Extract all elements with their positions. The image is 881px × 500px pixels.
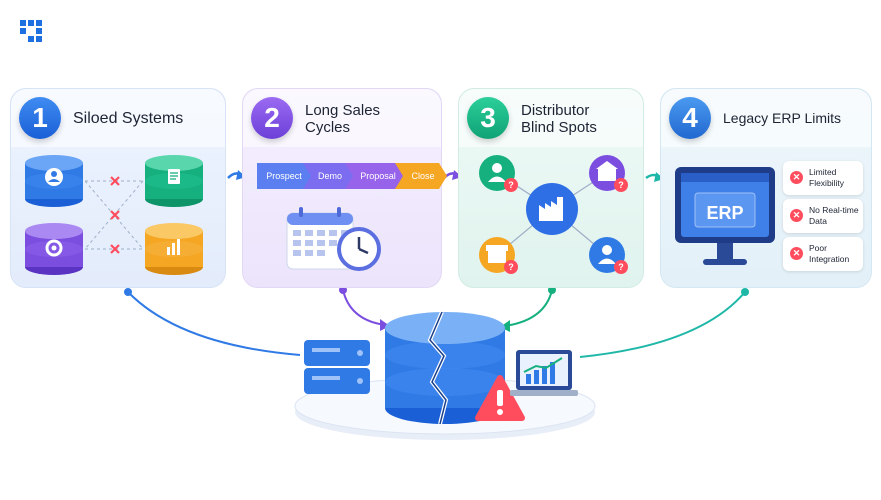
- database-document-icon: [145, 155, 203, 207]
- laptop-chart-icon: [510, 350, 578, 396]
- calendar-icon: [286, 207, 381, 271]
- step-number-4: 4: [669, 97, 711, 139]
- erp-screen-label: ERP: [706, 203, 744, 223]
- database-gear-icon: [25, 223, 83, 275]
- database-chart-icon: [145, 223, 203, 275]
- step-number-3: 3: [467, 97, 509, 139]
- pipeline-stage-close: Close: [411, 171, 435, 181]
- database-user-icon: [25, 155, 83, 207]
- erp-monitor-icon: [675, 167, 775, 265]
- svg-text:?: ?: [618, 180, 624, 190]
- question-icon: [614, 260, 628, 274]
- pipeline-stage-demo: Demo: [317, 171, 342, 181]
- panel-title: Distributor Blind Spots: [521, 102, 597, 136]
- pipeline-stage-proposal: Proposal: [360, 171, 396, 181]
- svg-text:?: ?: [508, 262, 514, 272]
- panel-title: Legacy ERP Limits: [723, 110, 842, 126]
- panel-title: Long Sales Cycles: [305, 102, 381, 136]
- warning-icon: [475, 375, 525, 421]
- svg-text:?: ?: [508, 180, 514, 190]
- step-number-2: 2: [251, 97, 293, 139]
- panel-long-sales-cycles: 2 Long Sales Cycles Prospect Demo Propos…: [242, 88, 447, 288]
- close-icon: ✕: [790, 247, 803, 260]
- panel-siloed-systems: 1 Siloed Systems: [10, 88, 226, 288]
- sales-pipeline: Prospect Demo Proposal Close: [257, 163, 447, 189]
- broken-links: [85, 176, 144, 254]
- step-number-1: 1: [19, 97, 61, 139]
- panel-distributor-blind-spots: 3 Distributor Blind Spots ? ? ? ?: [458, 88, 644, 288]
- question-icon: [504, 260, 518, 274]
- close-icon: ✕: [790, 209, 803, 222]
- panel-title: Siloed Systems: [73, 110, 184, 127]
- brand-logo-icon: [20, 20, 42, 42]
- question-icon: [614, 178, 628, 192]
- broken-database-scene: [294, 311, 596, 440]
- server-icon: [304, 340, 370, 394]
- svg-text:?: ?: [618, 262, 624, 272]
- question-icon: [504, 178, 518, 192]
- pipeline-stage-prospect: Prospect: [266, 171, 302, 181]
- cracked-database-icon: [385, 311, 505, 425]
- distributor-network: ? ? ? ?: [479, 155, 628, 274]
- close-icon: ✕: [790, 171, 803, 184]
